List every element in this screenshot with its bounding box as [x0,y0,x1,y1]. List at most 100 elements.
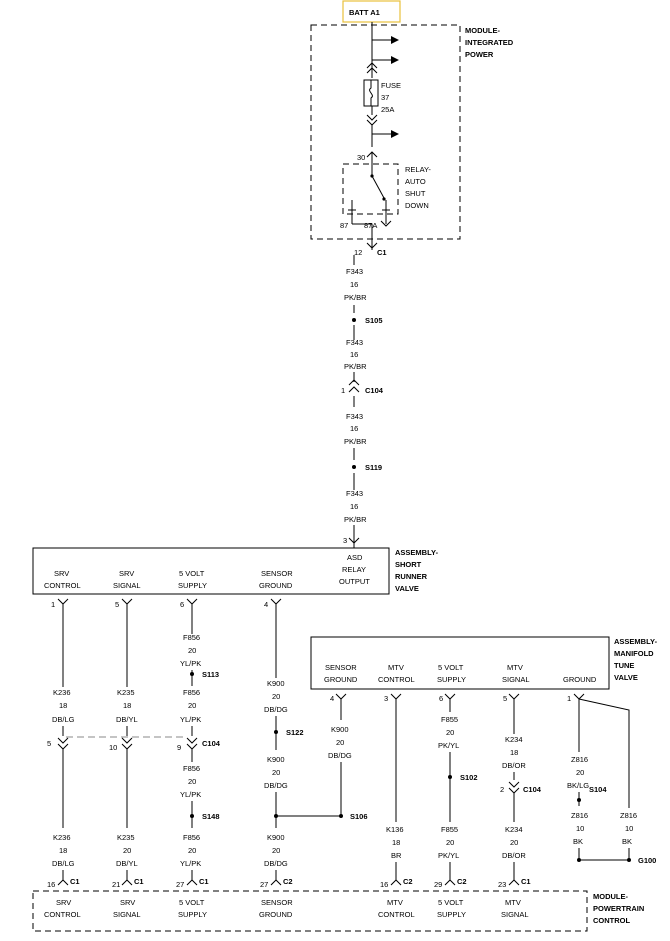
pin-87: 87 [340,221,348,230]
pcm-term-6b: SUPPLY [437,910,466,919]
splice-s102-label: S102 [460,773,478,782]
integrated-power-module: MODULE- INTEGRATED POWER FUSE 37 25A 30 … [310,22,514,250]
k136-gauge: 18 [392,838,400,847]
pcm-term-3a: 5 VOLT [179,898,205,907]
k235-b-gauge: 20 [123,846,131,855]
mtv-k900-gauge: 20 [336,738,344,747]
ssrv-title-2: SHORT [395,560,422,569]
pdc-title-1: MODULE- [465,26,500,35]
splice-s105-label: S105 [365,316,383,325]
pcm-conn-7: C1 [521,877,531,886]
pcm-conn-2: C1 [134,877,144,886]
pcm-term-5a: MTV [387,898,403,907]
mtv-pin-1: 1 [567,694,571,703]
z816-b-circuit: Z816 [571,811,588,820]
f856-a-circuit: F856 [183,633,200,642]
pcm-conn-5: C2 [403,877,413,886]
k234-b-color: DB/OR [502,851,526,860]
k900-b-gauge: 20 [272,768,280,777]
z816-b-gauge: 10 [576,824,584,833]
ssrv-term-asd-1: ASD [347,553,363,562]
pdc-title-3: POWER [465,50,494,59]
f855-a-gauge: 20 [446,728,454,737]
fuse-label-1: FUSE [381,81,401,90]
splice-s105-dot [352,318,356,322]
f343-c-circuit: F343 [346,412,363,421]
pcm-term-7b: SIGNAL [501,910,529,919]
f855-a-circuit: F855 [441,715,458,724]
ssrv-term-5v-1: 5 VOLT [179,569,205,578]
pcm-term-4b: GROUND [259,910,293,919]
mtv-term-sig-1: MTV [507,663,523,672]
f856-b-color: YL/PK [180,715,201,724]
k900-b-circuit: K900 [267,755,285,764]
mtv-k900-circuit: K900 [331,725,349,734]
pcm-term-4a: SENSOR [261,898,293,907]
pcm-term-2a: SRV [120,898,135,907]
short-runner-valve-assembly: ASSEMBLY- SHORT RUNNER VALVE SRV CONTROL… [32,547,439,595]
splice-s102-dot [448,775,452,779]
f343-c-gauge: 16 [350,424,358,433]
k900-a-circuit: K900 [267,679,285,688]
mtv-term-sg-2: GROUND [324,675,358,684]
z816-a-color: BK/LG [567,781,589,790]
ssrv-term-asd-3: OUTPUT [339,577,370,586]
z816-a-gauge: 20 [576,768,584,777]
pcm-title-2: POWERTRAIN [593,904,644,913]
pcm-pin-2: 21 [112,880,120,889]
z816-a-circuit: Z816 [571,755,588,764]
k235-a-gauge: 18 [123,701,131,710]
battery-source: BATT A1 [342,0,401,23]
f855-b-color: PK/YL [438,851,459,860]
splice-s104-dot [577,798,581,802]
ssrv-title-1: ASSEMBLY- [395,548,439,557]
k900-c-gauge: 20 [272,846,280,855]
ssrv-wires [57,598,282,687]
z816-c-color: BK [622,837,632,846]
ssrv-pin-3: 3 [343,536,347,545]
ssrv-pin-6: 6 [180,600,184,609]
f856-a-gauge: 20 [188,646,196,655]
k235-a-color: DB/YL [116,715,138,724]
c104-pin-10: 10 [109,743,117,752]
mtv-pin-5: 5 [503,694,507,703]
pcm-pin-7: 23 [498,880,506,889]
mtv-term-gnd: GROUND [563,675,597,684]
mtv-title-1: ASSEMBLY- [614,637,658,646]
ssrv-term-asd-2: RELAY [342,565,366,574]
ssrv-pin-4: 4 [264,600,268,609]
relay-label-2: AUTO [405,177,426,186]
pcm-title-1: MODULE- [593,892,628,901]
pcm-title-3: CONTROL [593,916,630,925]
f856-b-gauge: 20 [188,701,196,710]
f343-d-circuit: F343 [346,489,363,498]
z816-c-circuit: Z816 [620,811,637,820]
ssrv-title-3: RUNNER [395,572,428,581]
mtv-k900-color: DB/DG [328,751,352,760]
f343-a-gauge: 16 [350,280,358,289]
mtv-pin-4: 4 [330,694,334,703]
pcm-pin-6: 29 [434,880,442,889]
fuse-label-3: 25A [381,105,394,114]
c104-pin-9: 9 [177,743,181,752]
k900-a-color: DB/DG [264,705,288,714]
c104-pin-1: 1 [341,386,345,395]
splice-s106-label: S106 [350,812,368,821]
fuse-label-2: 37 [381,93,389,102]
k235-b-color: DB/YL [116,859,138,868]
splice-s119-dot [352,465,356,469]
f343-a-color: PK/BR [344,293,367,302]
splice-s148-label: S148 [202,812,220,821]
f343-d-gauge: 16 [350,502,358,511]
relay-label-1: RELAY- [405,165,431,174]
k234-b-circuit: K234 [505,825,523,834]
pcm-term-7a: MTV [505,898,521,907]
f855-b-circuit: F855 [441,825,458,834]
ground-g100-dot [627,858,631,862]
splice-s122-label: S122 [286,728,304,737]
f856-d-color: YL/PK [180,859,201,868]
k236-b-gauge: 18 [59,846,67,855]
connector-chevron [366,62,378,74]
k235-b-circuit: K235 [117,833,135,842]
